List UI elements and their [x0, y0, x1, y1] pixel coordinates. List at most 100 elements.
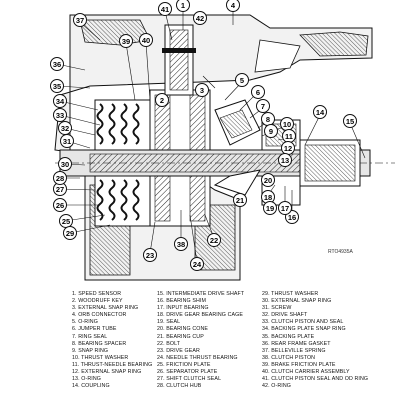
legend-item: 37. Belleville spring — [262, 347, 326, 354]
legend-item: 5. O-ring — [72, 319, 98, 326]
callout-circle — [155, 93, 169, 107]
callout-21: 21 — [233, 193, 247, 207]
callout-circle — [264, 124, 278, 138]
callout-circle — [176, 0, 190, 12]
callout-circle — [256, 99, 270, 113]
callout-17: 17 — [278, 201, 292, 215]
callout-4: 4 — [226, 0, 240, 12]
callout-10: 10 — [280, 117, 294, 131]
callout-2: 2 — [155, 93, 169, 107]
callout-circle — [251, 85, 265, 99]
callout-number: 38 — [177, 240, 185, 249]
callout-number: 35 — [53, 82, 61, 91]
clutch-pack — [94, 99, 151, 227]
legend-column-2: 15. Intermediate drive shaft16. Bearing … — [157, 291, 287, 390]
callout-33: 33 — [53, 108, 67, 122]
callout-number: 10 — [283, 120, 291, 129]
legend-item: 23. Drive gear — [157, 347, 200, 354]
legend-item: 27. Shift clutch seal — [157, 376, 222, 383]
callout-number: 42 — [196, 14, 204, 23]
callout-number: 17 — [281, 204, 289, 213]
callout-30: 30 — [58, 157, 72, 171]
callout-circle — [195, 83, 209, 97]
legend-item: 13. O-ring — [72, 376, 101, 383]
legend-item: 18. Drive gear bearing cage — [157, 312, 244, 319]
callout-circle — [58, 157, 72, 171]
legend-item: 9. Snap ring — [72, 347, 109, 354]
callout-number: 39 — [122, 37, 130, 46]
callout-number: 16 — [288, 213, 296, 222]
callout-35: 35 — [50, 79, 64, 93]
legend-item: 11. Thrust-needle bearing — [72, 361, 153, 368]
callout-number: 13 — [281, 156, 289, 165]
callout-circle — [207, 233, 221, 247]
legend-item: 21. Bearing cup — [157, 333, 204, 340]
callout-28: 28 — [53, 171, 67, 185]
callout-number: 31 — [63, 137, 71, 146]
legend-item: 2. Woodruff key — [72, 298, 123, 305]
callout-number: 11 — [285, 132, 293, 141]
callout-11: 11 — [282, 129, 296, 143]
callout-circle — [119, 34, 133, 48]
callout-number: 12 — [284, 144, 292, 153]
legend-item: 6. Jumper tube — [72, 326, 117, 333]
callout-42: 42 — [193, 11, 207, 25]
speed-sensor — [162, 24, 196, 96]
legend-item: 3. External snap ring — [72, 305, 139, 312]
callout-3: 3 — [195, 83, 209, 97]
legend-item: 7. Ring seal — [72, 333, 108, 340]
legend-item: 40. Clutch carrier assembly — [262, 369, 350, 376]
callout-number: 24 — [193, 260, 202, 269]
callout-number: 19 — [266, 204, 274, 213]
legend-item: 1. Speed sensor — [72, 291, 122, 297]
callout-number: 1 — [181, 1, 185, 10]
callout-32: 32 — [58, 121, 72, 135]
callout-number: 21 — [236, 196, 244, 205]
callouts: 1234567891011121314151617181920212223242… — [50, 0, 357, 271]
legend-item: 30. External snap ring — [262, 298, 332, 305]
callout-circle — [53, 94, 67, 108]
callout-14: 14 — [313, 105, 327, 119]
callout-25: 25 — [59, 214, 73, 228]
callout-31: 31 — [60, 134, 74, 148]
legend-item: 16. Bearing shim — [157, 298, 206, 305]
legend-item: 26. Separator plate — [157, 369, 218, 376]
legend-column-1: 1. Speed sensor2. Woodruff key3. Externa… — [72, 291, 202, 390]
callout-circle — [278, 201, 292, 215]
callout-number: 27 — [56, 185, 64, 194]
callout-27: 27 — [53, 182, 67, 196]
callout-13: 13 — [278, 153, 292, 167]
callout-number: 34 — [56, 97, 65, 106]
callout-20: 20 — [261, 173, 275, 187]
callout-circle — [235, 73, 249, 87]
callout-circle — [190, 257, 204, 271]
callout-circle — [158, 2, 172, 16]
legend-item: 36. Rear frame gasket — [262, 340, 331, 347]
callout-circle — [58, 121, 72, 135]
callout-37: 37 — [73, 13, 87, 27]
legend-item: 32. Drive shaft — [262, 312, 308, 319]
legend-item: 4. ORB connector — [72, 312, 127, 319]
callout-number: 29 — [66, 229, 74, 238]
parts-legend: 1. Speed sensor2. Woodruff key3. Externa… — [0, 291, 400, 400]
callout-number: 2 — [160, 96, 164, 105]
legend-item: 20. Bearing cone — [157, 326, 209, 333]
callout-circle — [193, 11, 207, 25]
callout-circle — [343, 114, 357, 128]
callout-number: 41 — [161, 5, 169, 14]
callout-24: 24 — [190, 257, 204, 271]
legend-item: 17. Input bearing — [157, 305, 209, 312]
callout-number: 15 — [346, 117, 354, 126]
legend-item: 24. Needle thrust bearing — [157, 354, 238, 361]
callout-number: 33 — [56, 111, 64, 120]
callout-number: 36 — [53, 60, 61, 69]
callout-15: 15 — [343, 114, 357, 128]
exploded-assembly-diagram: 1234567891011121314151617181920212223242… — [50, 0, 395, 281]
callout-circle — [63, 226, 77, 240]
callout-41: 41 — [158, 2, 172, 16]
legend-item: 35. Backing plate — [262, 333, 315, 340]
callout-circle — [313, 105, 327, 119]
legend-item: 42. O-ring — [262, 383, 291, 390]
callout-39: 39 — [119, 34, 133, 48]
